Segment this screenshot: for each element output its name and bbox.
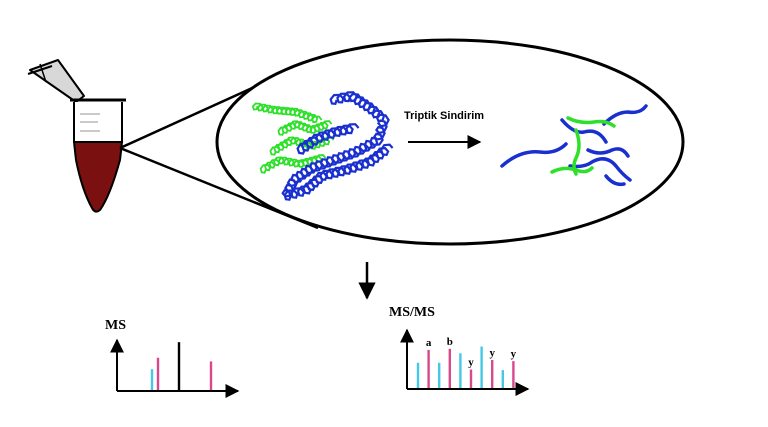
digestion-label: Triptik Sindirim: [404, 110, 484, 122]
ms-plot: MS: [105, 318, 240, 398]
protein-green-strand-4: [277, 120, 333, 136]
peptide-green-1: [566, 116, 616, 128]
msms-ion-label-4: b: [447, 336, 453, 348]
ms-peaks: [150, 342, 213, 390]
peptide-blue-2: [560, 118, 608, 144]
msms-plot-label: MS/MS: [389, 305, 435, 320]
msms-ion-label-8: y: [489, 347, 495, 359]
peptide-blue-6: [604, 174, 626, 187]
protein-blue-coil-2: [281, 143, 394, 201]
peptide-blue-1: [500, 142, 568, 168]
protein-green-strand-1: [251, 102, 323, 124]
msms-plot: MS/MS a b y y y: [389, 305, 530, 396]
msms-ion-label-10: y: [511, 348, 517, 360]
msms-ion-label-6: y: [468, 357, 474, 369]
blood-sample: [72, 141, 124, 213]
peptide-blue-5: [586, 147, 630, 158]
peptide-blue-3: [568, 157, 632, 182]
protein-green-strand-3: [259, 154, 327, 174]
peptide-blue-4: [602, 104, 648, 126]
msms-ion-label-2: a: [426, 337, 432, 349]
protein-blue-coil-1: [329, 91, 390, 164]
ms-plot-label: MS: [105, 318, 126, 333]
peptide-fragments: [500, 104, 648, 187]
intact-protein: [251, 91, 394, 201]
msms-peaks: a b y y y: [416, 336, 517, 388]
protein-blue-coil-3: [296, 123, 360, 155]
tube-cap: [27, 59, 85, 103]
sample-tube: [27, 59, 126, 213]
peptide-green-3: [550, 166, 594, 174]
digestion-step: Triptik Sindirim: [404, 110, 484, 149]
